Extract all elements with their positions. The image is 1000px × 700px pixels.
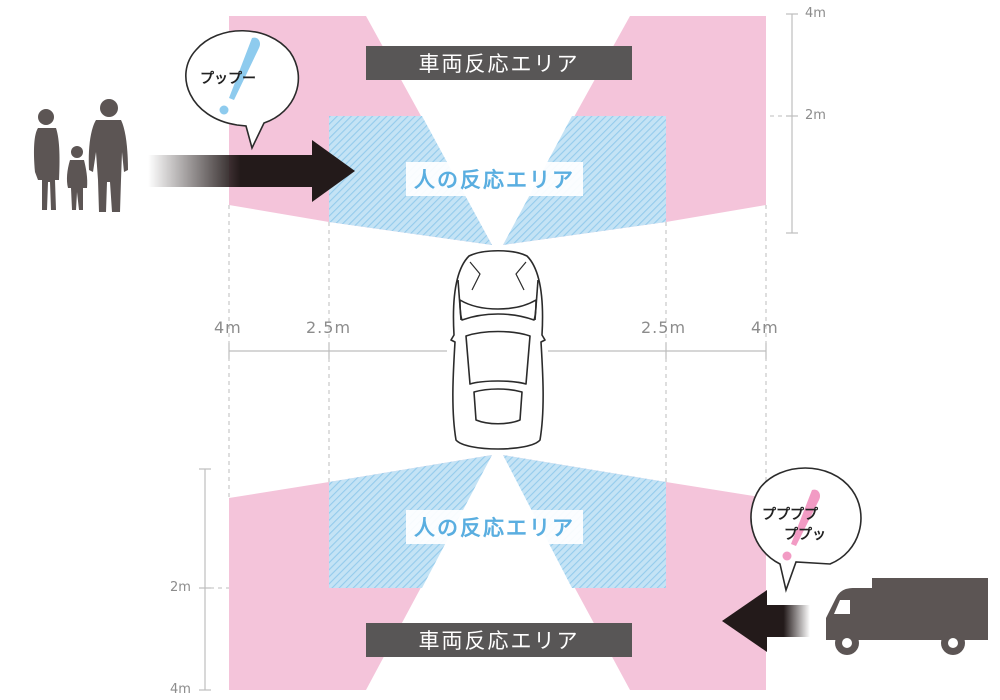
dimension-rear-mid: 2m: [170, 580, 191, 595]
horn-sound-text-left: プップー: [200, 71, 256, 87]
dimension-front-far: 4m: [805, 6, 826, 21]
approach-arrow-right: [148, 140, 355, 202]
dimension-left-outer: 4m: [214, 318, 242, 337]
truck-icon: [826, 578, 988, 655]
approach-arrow-left: [722, 590, 810, 652]
dimension-front-mid: 2m: [805, 108, 826, 123]
horn-sound-text-right-line1: ププププ: [762, 507, 818, 523]
rear-depth-dimension-line: [199, 468, 211, 691]
dimension-right-inner: 2.5m: [641, 318, 687, 337]
dimension-left-inner: 2.5m: [306, 318, 352, 337]
dimension-rear-far: 4m: [170, 682, 191, 697]
family-silhouette-icon: [34, 99, 128, 212]
horn-sound-text-right-line2: ププッ: [784, 527, 826, 543]
exclamation-icon: [782, 489, 821, 561]
vehicle-area-label-top: 車両反応エリア: [366, 46, 632, 80]
width-dimension-line: [228, 343, 767, 359]
front-depth-dimension-line: [786, 13, 798, 234]
person-area-label-top: 人の反応エリア: [406, 162, 583, 196]
vehicle-area-label-bottom: 車両反応エリア: [366, 623, 632, 657]
exclamation-icon: [219, 37, 261, 115]
car-icon: [450, 249, 546, 450]
horn-speech-bubble-right: [750, 467, 862, 593]
horn-speech-bubble-left: [185, 30, 300, 151]
person-area-label-bottom: 人の反応エリア: [406, 510, 583, 544]
dimension-right-outer: 4m: [751, 318, 779, 337]
